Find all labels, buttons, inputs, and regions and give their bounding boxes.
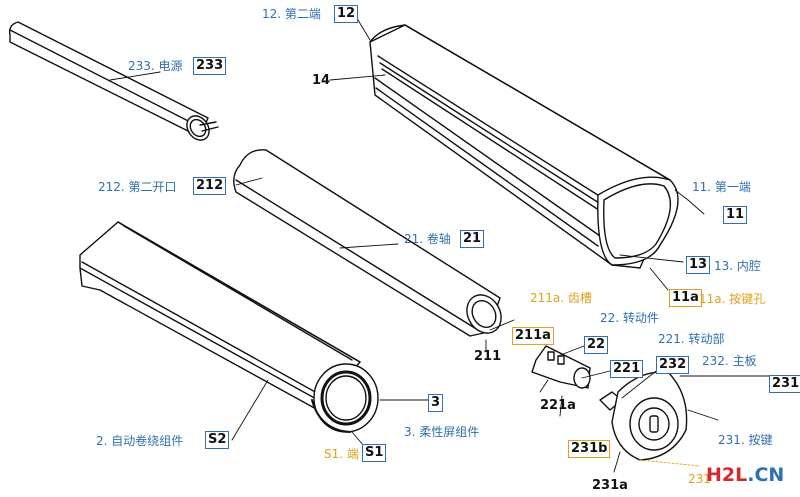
label-second-end: 12. 第二端 (262, 7, 321, 21)
label-rotating-piece: 22. 转动件 (600, 311, 659, 325)
ref-14: 14 (312, 73, 331, 88)
ref-221a: 221a (540, 398, 576, 413)
ref-11: 11 (723, 206, 748, 224)
power-supply-rod (8, 21, 219, 141)
watermark-part2: .CN (747, 464, 785, 486)
ref-S2: S2 (205, 431, 230, 449)
label-second-opening: 212. 第二开口 (98, 180, 177, 194)
ref-212: 212 (193, 177, 227, 195)
ref-22: 22 (584, 336, 609, 354)
label-end-s1: S1. 端 (324, 447, 359, 461)
ref-231b: 231b (568, 440, 611, 458)
label-button: 231. 按键 (718, 433, 773, 447)
label-reel: 21. 卷轴 (404, 232, 451, 246)
ref-S1: S1 (362, 444, 387, 462)
housing-body (369, 24, 679, 269)
ref-211a: 211a (512, 327, 554, 345)
ref-231a: 231a (592, 478, 628, 493)
ref-3: 3 (428, 394, 444, 412)
ref-233: 233 (193, 57, 227, 75)
label-main-board: 232. 主板 (702, 354, 757, 368)
site-watermark: H2L.CN (706, 464, 784, 486)
label-auto-winding: 2. 自动卷绕组件 (96, 434, 184, 448)
label-rotating-part: 221. 转动部 (658, 332, 725, 346)
label-flexible-screen: 3. 柔性屏组件 (404, 425, 480, 439)
ref-232: 232 (656, 356, 690, 374)
ref-231-top: 231 (769, 375, 800, 393)
ref-13: 13 (686, 256, 711, 274)
ref-21: 21 (460, 230, 485, 248)
ref-11a: 11a (669, 289, 702, 307)
second-opening-tube (233, 149, 502, 337)
ref-211: 211 (474, 349, 502, 364)
label-button-hole: 11a. 按键孔 (699, 292, 766, 306)
auto-winding-assembly (79, 221, 379, 433)
button-module (599, 371, 688, 461)
label-power-supply: 233. 电源 (128, 59, 183, 73)
label-tooth-groove: 211a. 齿槽 (530, 291, 592, 305)
rotating-part (531, 345, 591, 389)
watermark-part1: H2L (706, 464, 748, 486)
label-231-partial: 231 (688, 472, 711, 486)
ref-221: 221 (610, 360, 644, 378)
ref-12: 12 (334, 5, 359, 23)
label-first-end: 11. 第一端 (692, 180, 751, 194)
label-inner-cavity: 13. 内腔 (714, 259, 761, 273)
